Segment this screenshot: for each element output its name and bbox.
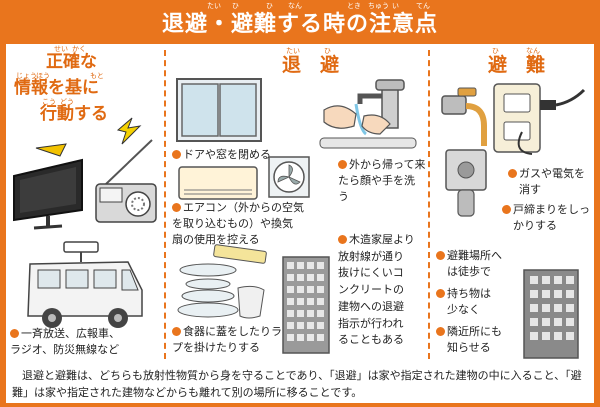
window-icon <box>176 78 262 142</box>
title-bar: 退避・避難する時の注意点 <box>0 0 600 44</box>
left-heading-line3: 行動する <box>40 104 108 124</box>
heading-ruby: じょう <box>16 72 37 80</box>
heading-ruby: どう <box>60 98 74 106</box>
heading-ruby: かく <box>72 45 86 53</box>
bullet <box>502 205 511 214</box>
footer-note: 退避と避難は、どちらも放射性物質から身を守ることであり、「退避」は家や指定された… <box>6 365 594 403</box>
page-title: 退避・避難する時の注意点 <box>161 12 438 37</box>
footer-line2: 難」は家や指定された建物などからも離れて別の場所に移ることです。 <box>12 386 363 399</box>
door-lock-icon <box>445 149 487 217</box>
covered-dishes-icon <box>177 244 267 319</box>
heading-ruby: せい <box>54 45 68 53</box>
lock-caption: 戸締まりをしっ かりする <box>502 202 590 234</box>
left-heading-line1: 正確な <box>46 52 97 72</box>
title-ruby: ちゅう <box>368 2 389 10</box>
gas-caption: ガスや電気を 消す <box>508 166 585 198</box>
title-ruby: ひ <box>266 2 273 10</box>
wash-caption: 外から帰って来 たら顔や手を洗 う <box>338 158 426 203</box>
column-divider <box>164 50 166 359</box>
building-caption: 木造家屋より 放射線が通り 抜けにくいコ ンクリートの 建物への退避 指示が行わ… <box>338 233 415 347</box>
heading-ruby: ほう <box>36 72 50 80</box>
power-outlet-icon <box>493 83 586 155</box>
title-ruby: なん <box>288 2 302 10</box>
heading-ruby: ひ <box>492 47 499 55</box>
title-ruby: とき <box>347 2 361 10</box>
evacuation-building-icon <box>523 269 579 359</box>
title-ruby: てん <box>416 2 430 10</box>
door-caption: ドアや窓を閉める <box>172 147 271 163</box>
heading-ruby: ひ <box>324 47 331 55</box>
bullet <box>436 251 445 260</box>
belongings-caption: 持ち物は 少なく <box>436 286 491 318</box>
heading-ruby: たい <box>286 47 300 55</box>
heading-ruby: なん <box>526 47 540 55</box>
concrete-building-icon <box>282 256 330 354</box>
aircon-caption: エアコン（外からの空気 を取り込むもの）や換気 扇の使用を控える <box>172 201 304 246</box>
bullet <box>10 329 19 338</box>
column-divider <box>428 50 430 359</box>
signal-bolt-icon <box>116 117 142 145</box>
air-conditioner-icon <box>178 166 258 200</box>
bullet <box>172 150 181 159</box>
walk-caption: 避難場所へ は徒歩で <box>436 248 502 280</box>
ventilation-fan-icon <box>268 156 310 198</box>
tv-icon <box>13 143 83 230</box>
footer-line1: 退避と避難は、どちらも放射性物質から身を守ることであり、「退避」は家や指定された… <box>22 369 582 382</box>
bullet <box>338 160 347 169</box>
handwashing-icon <box>319 79 417 149</box>
broadcast-van-icon <box>27 241 143 328</box>
bullet <box>436 289 445 298</box>
neighbor-caption: 隣近所にも 知らせる <box>436 324 502 356</box>
left-heading-line2: 情報を基に <box>14 78 99 98</box>
heading-ruby: こう <box>42 98 56 106</box>
broadcast-caption: 一斉放送、広報車、 ラジオ、防災無線など <box>10 327 120 356</box>
title-ruby: い <box>392 2 399 10</box>
radio-icon <box>95 139 157 223</box>
bullet <box>172 203 181 212</box>
content-panel: 正確な 情報を基に 行動する せい かく じょう ほう もと こう どう <box>6 44 594 365</box>
bullet <box>338 235 347 244</box>
food-caption: 食器に蓋をしたりラッ プを掛けたりする <box>172 325 293 354</box>
bullet <box>436 327 445 336</box>
gas-valve-icon <box>441 87 487 146</box>
right-heading: 避 難 <box>488 54 546 76</box>
bullet <box>172 327 181 336</box>
heading-ruby: もと <box>90 72 104 80</box>
middle-heading: 退 避 <box>282 54 340 76</box>
title-ruby: たい <box>207 2 221 10</box>
bullet <box>508 169 517 178</box>
title-ruby: ひ <box>232 2 239 10</box>
